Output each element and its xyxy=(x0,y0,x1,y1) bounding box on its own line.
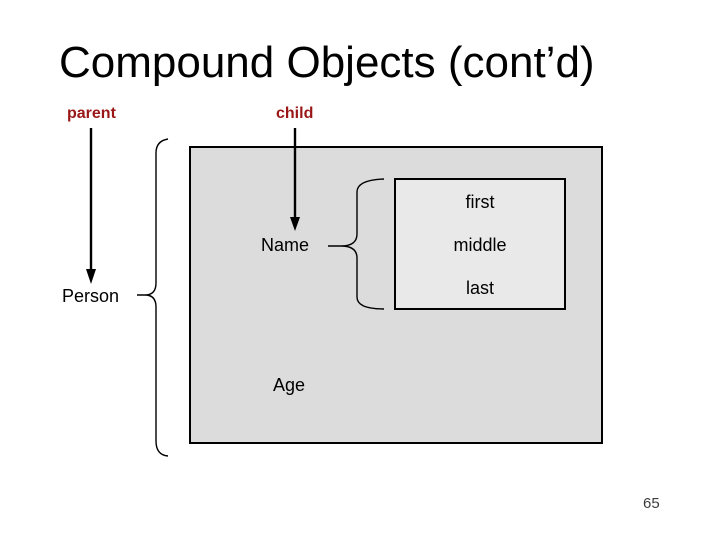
child-label: child xyxy=(276,105,314,122)
field-last-label: last xyxy=(465,278,494,298)
field-first-label: first xyxy=(465,192,495,212)
person-left-curly-brace-icon xyxy=(137,138,169,457)
parent-label: parent xyxy=(67,105,116,122)
parent-down-arrow-icon xyxy=(86,128,96,284)
page-title: Compound Objects (cont’d) xyxy=(59,38,595,87)
field-middle-label: middle xyxy=(453,235,507,255)
age-label: Age xyxy=(273,375,306,395)
name-object-box xyxy=(394,178,566,310)
page-number: 65 xyxy=(643,495,660,512)
person-label: Person xyxy=(62,286,120,306)
name-label: Name xyxy=(261,235,310,255)
